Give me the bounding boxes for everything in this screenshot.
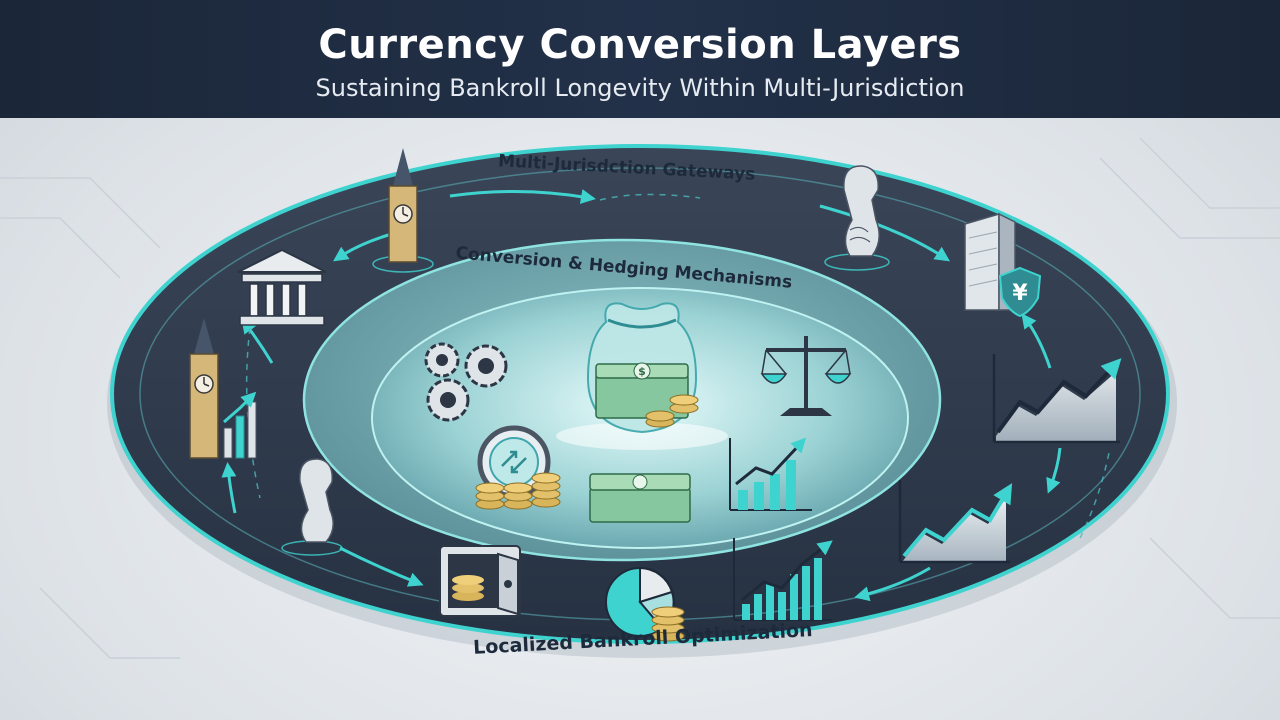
yen-shield-icon: ¥ <box>998 266 1042 318</box>
page-subtitle: Sustaining Bankroll Longevity Within Mul… <box>315 74 965 102</box>
bar-chart-inner <box>729 437 812 511</box>
dollar-symbol: $ <box>638 365 646 378</box>
layer-diagram: ¥ <box>0 137 1280 659</box>
background-circuit-lines <box>0 137 1280 659</box>
clock-tower-icon <box>372 148 434 273</box>
coin-stacks-left-icon <box>475 472 561 510</box>
bar-chart-bottom <box>733 538 833 621</box>
yen-symbol: ¥ <box>1012 281 1028 306</box>
merlion-statue-icon <box>824 165 890 271</box>
gears-icon <box>424 342 508 422</box>
line-chart-lower-right <box>898 480 1013 564</box>
orbit-dashes <box>245 193 1111 539</box>
cash-bundle-icon <box>589 473 691 523</box>
merlion-left-icon <box>281 458 343 556</box>
line-chart-upper-right <box>992 354 1122 444</box>
coin-stack-center-icon <box>645 394 699 428</box>
safe-vault-icon <box>439 545 521 617</box>
cash-stack-center-icon: $ <box>595 362 689 419</box>
bank-building-icon <box>237 248 327 326</box>
clock-tower-left-icon <box>189 318 257 459</box>
coin-stack-bottom-icon <box>651 606 685 642</box>
money-bag-icon: $ <box>556 302 728 450</box>
page-title: Currency Conversion Layers <box>318 22 962 68</box>
header-banner: Currency Conversion Layers Sustaining Ba… <box>0 0 1280 118</box>
balance-scale-icon <box>760 336 852 416</box>
